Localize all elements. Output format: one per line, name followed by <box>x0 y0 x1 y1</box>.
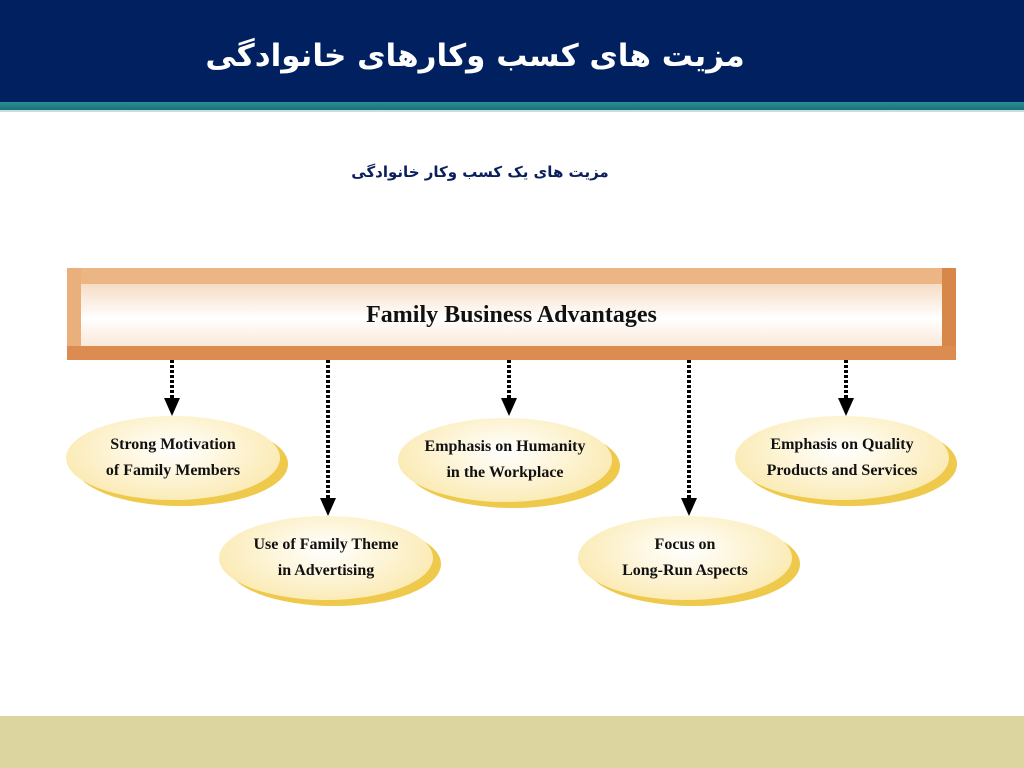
node-strong-motivation: Strong Motivation of Family Members <box>66 416 288 506</box>
arrow-to-node-5 <box>838 360 854 416</box>
node-label-line1: Strong Motivation <box>110 436 236 453</box>
diagram-header-box: Family Business Advantages <box>67 268 956 360</box>
node-label: Strong Motivation of Family Members <box>66 416 280 500</box>
arrow-to-node-4 <box>681 360 697 516</box>
slide-subtitle: مزیت های یک کسب وکار خانوادگی <box>351 163 609 181</box>
header-bevel-left <box>67 268 81 360</box>
header-bevel-bottom <box>67 346 956 360</box>
node-label-line1: Use of Family Theme <box>253 536 399 553</box>
node-quality-products: Emphasis on Quality Products and Service… <box>735 416 957 506</box>
node-label-line2: in Advertising <box>277 562 375 579</box>
node-label: Use of Family Theme in Advertising <box>219 516 433 600</box>
header-bevel-top <box>67 268 956 284</box>
node-ellipse <box>219 516 433 600</box>
slide-title: مزیت های کسب وکارهای خانوادگی <box>205 38 745 74</box>
node-label-line2: of Family Members <box>105 462 241 479</box>
node-ellipse <box>735 416 949 500</box>
footer-band <box>0 716 1024 768</box>
arrow-to-node-3 <box>501 360 517 416</box>
accent-stripe-light <box>0 110 1024 112</box>
node-label-line1: Emphasis on Humanity <box>424 438 586 455</box>
header-bevel-right <box>942 268 956 360</box>
node-label-line1: Focus on <box>654 536 716 553</box>
header-inner-panel <box>81 284 942 346</box>
arrow-to-node-1 <box>164 360 180 416</box>
node-label: Emphasis on Humanity in the Workplace <box>398 418 612 502</box>
node-ellipse <box>66 416 280 500</box>
arrow-to-node-2 <box>320 360 336 516</box>
node-label-line2: Products and Services <box>766 462 918 479</box>
node-long-run-aspects: Focus on Long-Run Aspects <box>578 516 800 606</box>
node-family-theme-advertising: Use of Family Theme in Advertising <box>219 516 441 606</box>
node-label-line2: Long-Run Aspects <box>622 562 748 579</box>
node-label: Emphasis on Quality Products and Service… <box>735 416 949 500</box>
node-label-line2: in the Workplace <box>446 464 564 481</box>
diagram-header-label: Family Business Advantages <box>366 301 657 328</box>
title-bar <box>0 0 1024 102</box>
accent-stripe <box>0 102 1024 110</box>
node-ellipse <box>398 418 612 502</box>
node-ellipse <box>578 516 792 600</box>
node-label: Focus on Long-Run Aspects <box>578 516 792 600</box>
node-label-line1: Emphasis on Quality <box>770 436 914 453</box>
node-humanity-workplace: Emphasis on Humanity in the Workplace <box>398 418 620 508</box>
